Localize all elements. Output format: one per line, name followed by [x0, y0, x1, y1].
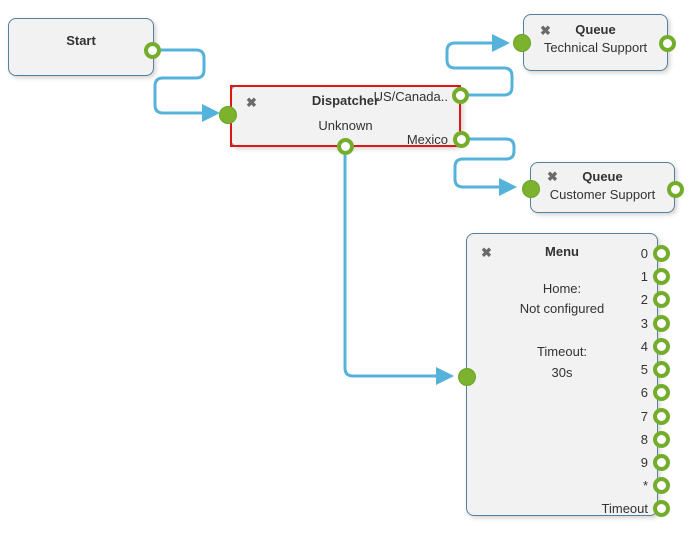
menu-port-7: 7: [641, 408, 670, 425]
menu-port-2: 2: [641, 291, 670, 308]
node-queue-technical-support[interactable]: ✖ Queue Technical Support: [513, 14, 676, 71]
queue-technical-input-port[interactable]: [513, 34, 531, 52]
dispatcher-subtitle: Unknown: [318, 118, 373, 133]
dispatcher-output-port-uscanada[interactable]: [452, 87, 469, 104]
menu-port-6: 6: [641, 384, 670, 401]
menu-output-port-3[interactable]: [653, 315, 670, 332]
queue-customer-input-port[interactable]: [522, 180, 540, 198]
menu-port-label: 1: [640, 269, 648, 284]
menu-output-port-7[interactable]: [653, 408, 670, 425]
menu-output-port-0[interactable]: [653, 245, 670, 262]
menu-port-label: 9: [640, 455, 648, 470]
node-dispatcher[interactable]: ✖ Dispatcher Unknown US/Canada.. Mexico: [219, 85, 470, 155]
dispatcher-output-port-mexico[interactable]: [453, 131, 470, 148]
menu-port-3: 3: [641, 315, 670, 332]
edge-mexico-to-queue-customer[interactable]: [453, 137, 516, 189]
delete-icon[interactable]: ✖: [540, 23, 551, 38]
start-title: Start: [66, 33, 96, 48]
delete-icon[interactable]: ✖: [246, 95, 257, 110]
output-label-uscanada: US/Canada..: [373, 89, 448, 104]
menu-output-port-4[interactable]: [653, 338, 670, 355]
node-menu[interactable]: ✖ Menu Home: Not configured Timeout: 30s…: [458, 233, 670, 517]
edge-uscanada-to-queue-technical[interactable]: [445, 41, 514, 97]
menu-home-value: Not configured: [519, 301, 605, 316]
delete-icon[interactable]: ✖: [481, 245, 492, 260]
menu-port-label: 3: [640, 316, 648, 331]
queue-customer-subtitle: Customer Support: [549, 187, 656, 202]
node-queue-customer-support[interactable]: ✖ Queue Customer Support: [522, 162, 684, 213]
menu-timeout-value: 30s: [551, 365, 573, 380]
edge-start-to-dispatcher[interactable]: [153, 48, 206, 115]
menu-port-label: Timeout: [601, 501, 648, 516]
menu-output-port-timeout[interactable]: [653, 500, 670, 517]
start-output-port[interactable]: [144, 42, 161, 59]
menu-port-4: 4: [641, 338, 670, 355]
menu-port-0: 0: [641, 245, 670, 262]
menu-output-port-2[interactable]: [653, 291, 670, 308]
queue-customer-title: Queue: [582, 169, 623, 184]
menu-output-port-6[interactable]: [653, 384, 670, 401]
menu-output-port-1[interactable]: [653, 268, 670, 285]
edge-dispatcher-to-menu[interactable]: [343, 154, 438, 378]
menu-port-1: 1: [641, 268, 670, 285]
queue-technical-subtitle: Technical Support: [543, 40, 648, 55]
menu-output-port-5[interactable]: [653, 361, 670, 378]
node-start[interactable]: Start: [8, 18, 161, 76]
queue-customer-output-port[interactable]: [667, 181, 684, 198]
output-label-mexico: Mexico: [406, 132, 448, 147]
menu-output-port-star[interactable]: [653, 477, 670, 494]
menu-home-label: Home:: [542, 281, 582, 296]
dispatcher-title: Dispatcher: [311, 93, 380, 108]
menu-port-5: 5: [641, 361, 670, 378]
arrowhead-into-queue-technical: [492, 34, 510, 52]
menu-port-label: 7: [640, 409, 648, 424]
menu-port-label: 4: [640, 339, 648, 354]
menu-port-label: 6: [640, 385, 648, 400]
menu-port-label: 2: [640, 292, 648, 307]
menu-port-label: 0: [640, 246, 648, 261]
arrowhead-into-queue-customer: [499, 178, 517, 196]
menu-title: Menu: [545, 244, 579, 259]
queue-technical-title: Queue: [575, 22, 616, 37]
dispatcher-input-port[interactable]: [219, 106, 237, 124]
menu-output-port-9[interactable]: [653, 454, 670, 471]
queue-technical-output-port[interactable]: [659, 35, 676, 52]
menu-port-9: 9: [641, 454, 670, 471]
menu-output-port-8[interactable]: [653, 431, 670, 448]
dispatcher-output-port-bottom[interactable]: [337, 138, 354, 155]
delete-icon[interactable]: ✖: [547, 169, 558, 184]
menu-port-star: *: [643, 477, 670, 494]
menu-input-port[interactable]: [458, 368, 476, 386]
menu-port-label: *: [642, 478, 648, 493]
menu-port-label: 5: [640, 362, 648, 377]
menu-port-8: 8: [641, 431, 670, 448]
arrowhead-into-dispatcher: [202, 104, 220, 122]
menu-port-label: 8: [640, 432, 648, 447]
arrowhead-into-menu: [436, 367, 454, 385]
menu-port-timeout: Timeout: [602, 500, 670, 517]
menu-timeout-label: Timeout:: [536, 344, 588, 359]
